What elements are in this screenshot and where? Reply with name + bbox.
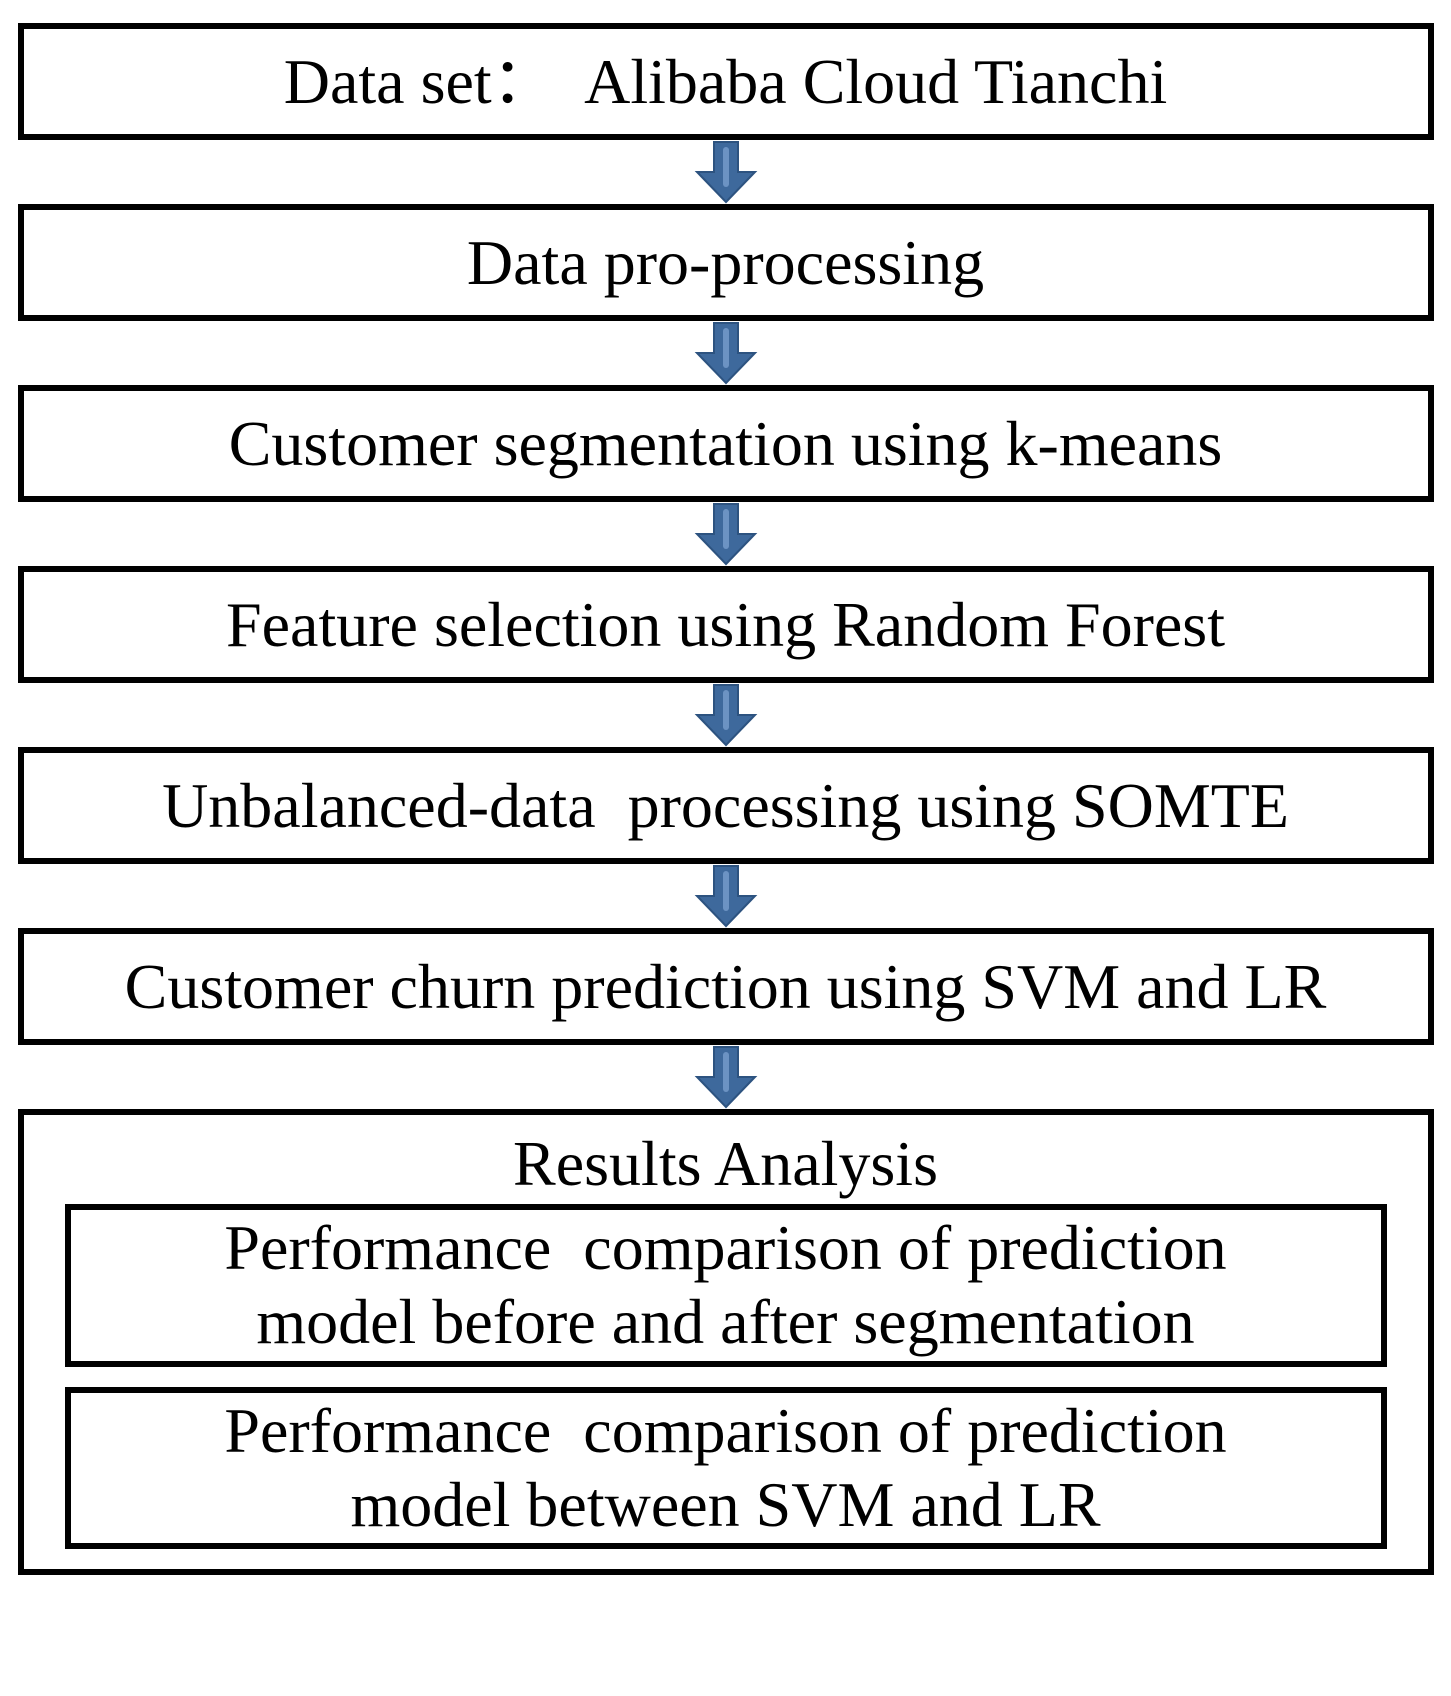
down-arrow-icon [694,1045,757,1108]
results-analysis-title: Results Analysis [513,1127,938,1199]
result-item-line: Performance comparison of prediction [224,1212,1227,1284]
results-analysis-section: Results Analysis Performance comparison … [17,1109,1434,1575]
step-dataset: Data set： Alibaba Cloud Tianchi [17,23,1434,140]
connector-1 [694,140,758,204]
down-arrow-icon [694,321,757,384]
result-item-segmentation-comparison: Performance comparison of prediction mod… [64,1204,1387,1367]
connector-6 [694,1045,758,1109]
step-preprocessing: Data pro-processing [17,204,1434,321]
step-customer-segmentation: Customer segmentation using k-means [17,385,1434,502]
result-item-model-comparison: Performance comparison of prediction mod… [64,1386,1387,1549]
result-item-line: model before and after segmentation [256,1286,1195,1358]
connector-4 [694,683,758,747]
connector-3 [694,502,758,566]
connector-2 [694,321,758,385]
down-arrow-icon [694,683,757,746]
down-arrow-icon [694,502,757,565]
step-unbalanced-data-processing: Unbalanced-data processing using SOMTE [17,747,1434,864]
connector-5 [694,864,758,928]
down-arrow-icon [694,140,757,203]
result-item-line: model between SVM and LR [350,1468,1101,1540]
step-feature-selection: Feature selection using Random Forest [17,566,1434,683]
down-arrow-icon [694,864,757,927]
step-churn-prediction: Customer churn prediction using SVM and … [17,928,1434,1045]
result-item-line: Performance comparison of prediction [224,1394,1227,1466]
